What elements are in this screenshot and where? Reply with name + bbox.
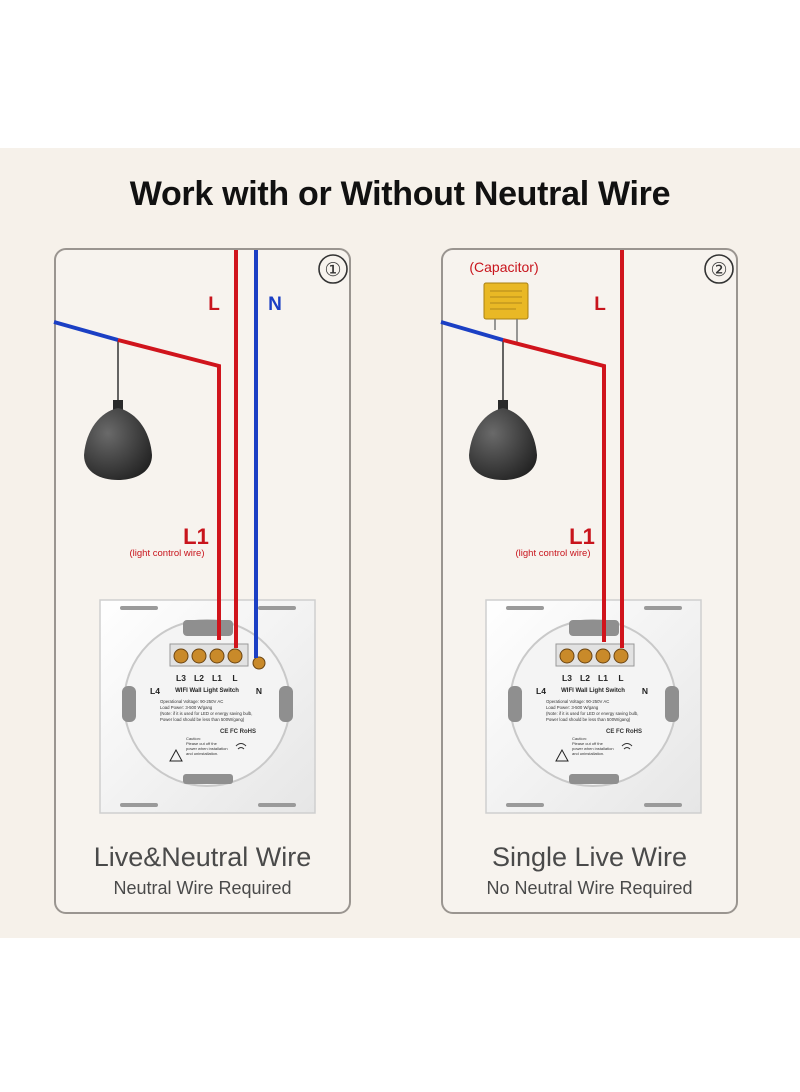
neutral-wire-lamp bbox=[440, 320, 504, 342]
caution-line: Please cut off the bbox=[572, 741, 604, 746]
terminal-label: L bbox=[618, 673, 623, 683]
caution-line: Caution: bbox=[572, 736, 587, 741]
panel-number: ② bbox=[710, 260, 727, 281]
module-spec-line: Load Power: 3-500 W/gang bbox=[546, 705, 599, 710]
module-bottom-clip bbox=[569, 774, 619, 784]
module-spec-line: (Note: if it is used for LED or energy s… bbox=[160, 711, 252, 716]
warning-icon bbox=[555, 748, 569, 762]
terminal-label: L4 bbox=[536, 686, 546, 696]
lamp-socket bbox=[498, 400, 508, 410]
terminal-label: L2 bbox=[580, 673, 590, 683]
capacitor-label: (Capacitor) bbox=[469, 259, 538, 275]
module-top-clip bbox=[569, 620, 619, 636]
panel-number-badge bbox=[318, 254, 348, 284]
panel-2-drawing: ② L3 L2 L1 L L4 N WIFI Wall Light Switch bbox=[440, 250, 734, 814]
panel-1-subcaption: Neutral Wire Required bbox=[113, 878, 292, 898]
module-spec-line: Power load should be less than 500W/gang… bbox=[160, 717, 245, 722]
load-wire-l1 bbox=[117, 338, 221, 640]
terminal-label: L1 bbox=[598, 673, 608, 683]
terminal-label: L3 bbox=[176, 673, 186, 683]
terminal-label: L2 bbox=[194, 673, 204, 683]
terminal-label: N bbox=[256, 686, 262, 696]
terminal-block bbox=[169, 643, 249, 667]
terminal-label: L4 bbox=[150, 686, 160, 696]
terminal-label: L bbox=[232, 673, 237, 683]
label-load-note: (light control wire) bbox=[130, 548, 205, 559]
panel-number-badge bbox=[704, 254, 734, 284]
panel-1-caption: Live&Neutral Wire bbox=[93, 842, 312, 872]
module-bottom-clip bbox=[183, 774, 233, 784]
page-title: Work with or Without Neutral Wire bbox=[129, 175, 671, 213]
module-spec-line: Load Power: 3-500 W/gang bbox=[160, 705, 213, 710]
caution-line: power when installation bbox=[186, 746, 228, 751]
module-spec-line: Operational Voltage: 90-250V AC bbox=[546, 699, 609, 704]
caution-line: Caution: bbox=[186, 736, 201, 741]
module-tab-left bbox=[508, 686, 522, 722]
label-load-note: (light control wire) bbox=[516, 548, 591, 559]
caution-line: and uninstallation. bbox=[572, 751, 604, 756]
label-live: L bbox=[208, 294, 220, 315]
caution-line: and uninstallation. bbox=[186, 751, 218, 756]
capacitor-print bbox=[490, 290, 522, 310]
module-tab-left bbox=[122, 686, 136, 722]
terminal-block bbox=[555, 643, 635, 667]
module-top-clip bbox=[183, 620, 233, 636]
terminal-label: L1 bbox=[212, 673, 222, 683]
terminal-screws bbox=[173, 648, 266, 670]
plate-clips bbox=[506, 606, 682, 807]
caution-line: power when installation bbox=[572, 746, 614, 751]
module-tab-right bbox=[279, 686, 293, 722]
caution-line: Please cut off the bbox=[186, 741, 218, 746]
label-load: L1 bbox=[569, 524, 595, 549]
terminal-label: L3 bbox=[562, 673, 572, 683]
cert-marks: CE FC RoHS bbox=[606, 729, 642, 735]
terminal-label: N bbox=[642, 686, 648, 696]
panel-2-caption: Single Live Wire bbox=[491, 842, 688, 872]
plate-clips bbox=[120, 606, 296, 807]
pendant-lamp bbox=[84, 408, 152, 480]
panel-number: ① bbox=[324, 260, 341, 281]
label-load: L1 bbox=[183, 524, 209, 549]
panel-2-subcaption: No Neutral Wire Required bbox=[486, 878, 693, 898]
module-product-name: WIFI Wall Light Switch bbox=[561, 688, 625, 694]
module-spec-line: Operational Voltage: 90-250V AC bbox=[160, 699, 223, 704]
lamp-socket bbox=[113, 400, 123, 410]
pendant-lamp bbox=[469, 408, 537, 480]
label-live: L bbox=[594, 294, 606, 315]
terminal-screws bbox=[559, 648, 629, 664]
label-neutral: N bbox=[268, 294, 282, 315]
warning-icon bbox=[169, 748, 183, 762]
cert-marks: CE FC RoHS bbox=[220, 729, 256, 735]
panel-1-drawing: ① L3 L2 L1 L L4 N WIFI Wa bbox=[53, 250, 348, 814]
capacitor-body bbox=[483, 282, 529, 320]
module-product-name: WIFI Wall Light Switch bbox=[175, 688, 239, 694]
module-spec-line: (Note: if it is used for LED or energy s… bbox=[546, 711, 638, 716]
load-wire-l1 bbox=[502, 338, 606, 642]
module-tab-right bbox=[665, 686, 679, 722]
wifi-icon bbox=[621, 743, 633, 750]
wifi-icon bbox=[235, 743, 247, 750]
neutral-wire-lamp bbox=[53, 320, 119, 342]
module-spec-line: Power load should be less than 500W/gang… bbox=[546, 717, 631, 722]
